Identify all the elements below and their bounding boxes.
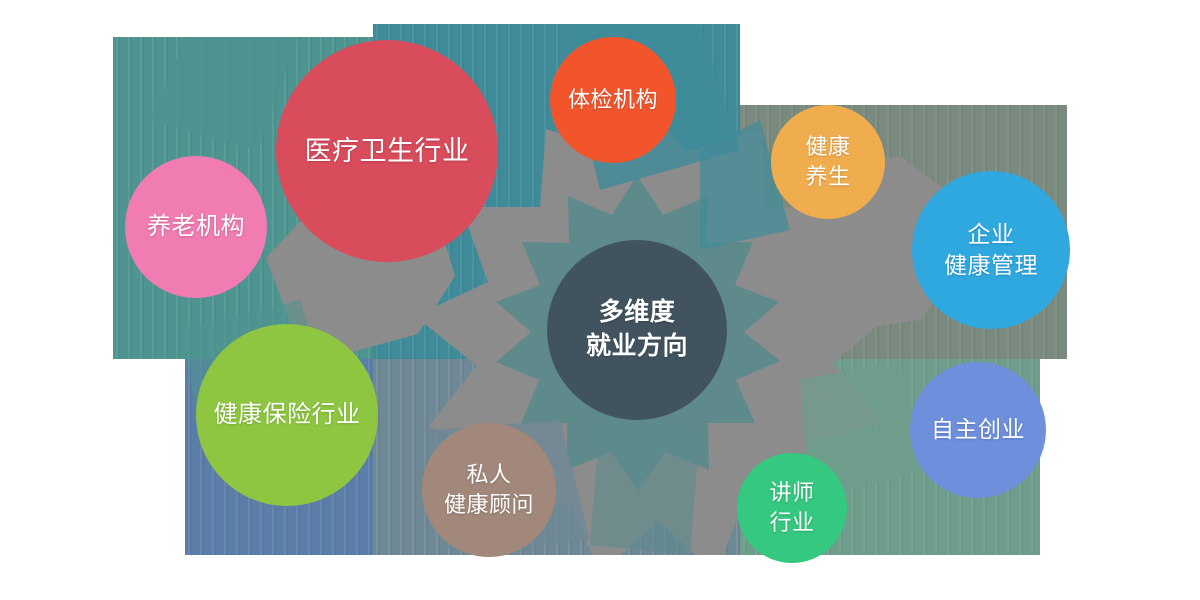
bubble-private-health-advisor[interactable]: 私人健康顾问 bbox=[422, 423, 556, 557]
bubble-center-multidimensional-employment[interactable]: 多维度就业方向 bbox=[547, 240, 727, 420]
bubble-label-line: 自主创业 bbox=[931, 416, 1025, 443]
bubble-label-line: 就业方向 bbox=[585, 332, 688, 360]
bubble-label-line: 养老机构 bbox=[147, 212, 245, 240]
bubble-health-wellness[interactable]: 健康养生 bbox=[771, 105, 885, 219]
bubble-label-line: 讲师 bbox=[769, 480, 815, 506]
bubble-lecturer-industry[interactable]: 讲师行业 bbox=[737, 453, 847, 563]
bubble-label-line: 健康保险行业 bbox=[213, 400, 361, 428]
bubble-label-line: 私人 bbox=[466, 462, 512, 488]
bubble-label-line: 养生 bbox=[805, 164, 851, 189]
bubble-health-insurance-industry[interactable]: 健康保险行业 bbox=[196, 324, 378, 506]
bubble-enterprise-health-management[interactable]: 企业健康管理 bbox=[912, 171, 1070, 329]
bubble-label-line: 多维度 bbox=[598, 298, 676, 327]
bubble-label-line: 行业 bbox=[769, 510, 815, 535]
bubble-physical-examination[interactable]: 体检机构 bbox=[550, 37, 676, 163]
bubble-label-line: 体检机构 bbox=[567, 87, 658, 113]
bubble-label-line: 健康管理 bbox=[944, 252, 1038, 278]
bubble-elderly-care[interactable]: 养老机构 bbox=[125, 156, 267, 298]
bubble-label-line: 企业 bbox=[967, 220, 1015, 247]
bubble-label-line: 医疗卫生行业 bbox=[304, 135, 470, 166]
bubble-medical-health-industry[interactable]: 医疗卫生行业 bbox=[276, 40, 498, 262]
bubble-label-line: 健康顾问 bbox=[443, 492, 534, 517]
bubble-label-line: 健康 bbox=[805, 134, 851, 160]
bubble-self-employment[interactable]: 自主创业 bbox=[910, 362, 1046, 498]
